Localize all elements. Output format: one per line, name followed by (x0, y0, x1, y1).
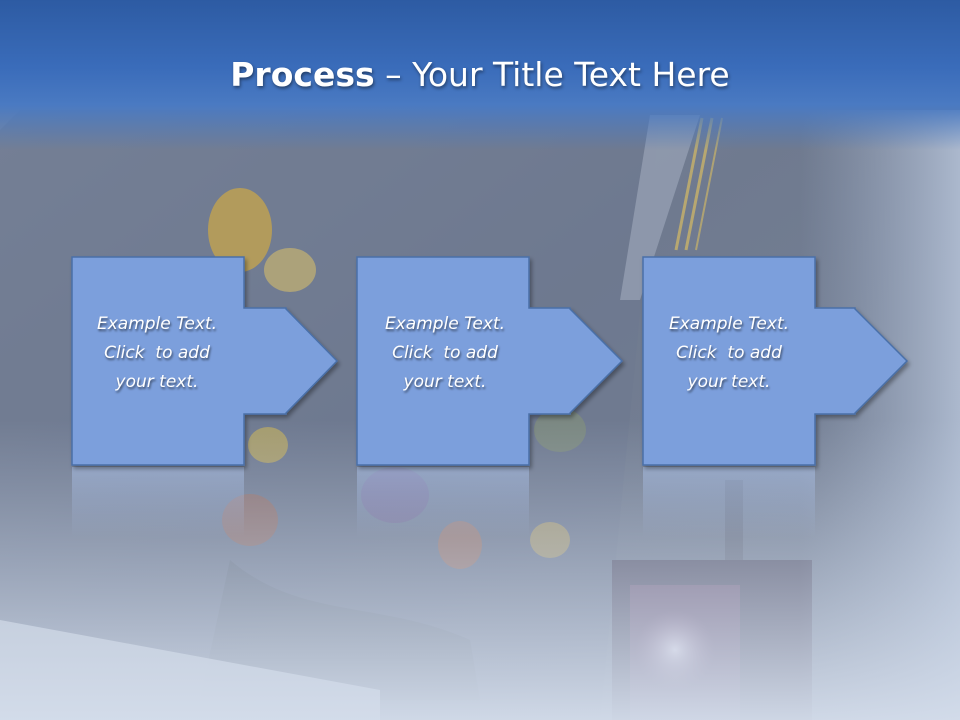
step-2-line-1: Example Text. (384, 314, 506, 334)
step-1-reflection (72, 467, 244, 537)
step-1-line-3: your text. (115, 372, 199, 392)
slide-title[interactable]: Process – Your Title Text Here (0, 50, 960, 100)
step-1-shape[interactable] (71, 256, 339, 466)
step-2-text[interactable]: Example Text. Click to add your text. (360, 310, 530, 397)
title-bold: Process (230, 55, 375, 94)
step-2-reflection (357, 467, 529, 537)
step-3-reflection (643, 467, 815, 537)
step-2-line-3: your text. (403, 372, 487, 392)
step-3-shape[interactable] (642, 256, 909, 466)
title-band (0, 0, 960, 150)
title-rest: Your Title Text Here (412, 55, 730, 94)
step-3-line-2: Click to add (676, 343, 782, 363)
step-3-line-1: Example Text. (668, 314, 790, 334)
step-1-line-2: Click to add (104, 343, 210, 363)
step-1-line-1: Example Text. (96, 314, 218, 334)
step-3-line-3: your text. (687, 372, 771, 392)
title-dash: – (374, 55, 413, 94)
step-2-line-2: Click to add (392, 343, 498, 363)
step-1-text[interactable]: Example Text. Click to add your text. (72, 310, 242, 397)
step-3-text[interactable]: Example Text. Click to add your text. (644, 310, 814, 397)
step-2-shape[interactable] (356, 256, 624, 466)
